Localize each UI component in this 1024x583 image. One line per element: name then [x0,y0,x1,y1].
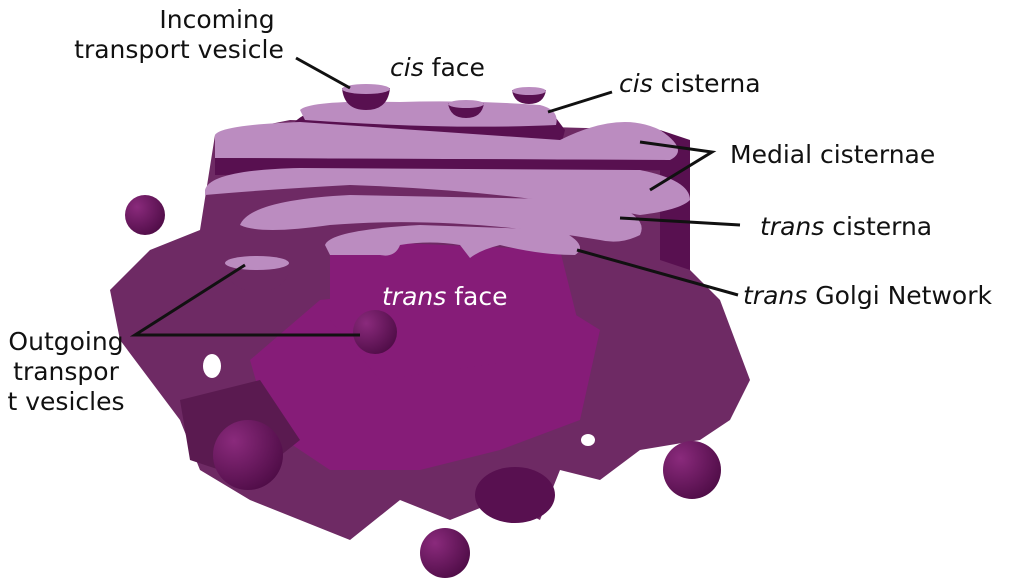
label-incoming-line2: transport vesicle [74,35,284,64]
label-outgoing-line1: Outgoing [8,327,123,356]
label-cis-face-rest: face [424,53,485,82]
outgoing-vesicles [125,195,721,578]
label-cis-face-italic: cis [390,53,424,82]
label-cis-face: cis face [390,53,485,82]
trans-golgi-network [325,225,580,258]
label-trans-face-italic: trans [382,282,446,311]
label-trans-cisterna-italic: trans [760,212,824,241]
label-trans-golgi-network: trans Golgi Network [743,281,993,310]
label-cis-cisterna: cis cisterna [619,69,761,98]
leader-lines [129,56,741,337]
label-outgoing-line3: t vesicles [8,387,125,416]
label-trans-cisterna-rest: cisterna [824,212,932,241]
label-tgn-italic: trans [743,281,807,310]
label-cis-cisterna-rest: cisterna [653,69,761,98]
label-tgn-rest: Golgi Network [807,281,992,310]
label-trans-face-rest: face [446,282,507,311]
incoming-vesicles [342,84,546,118]
label-medial-cisternae: Medial cisternae [730,140,935,169]
label-cis-cisterna-italic: cis [619,69,653,98]
label-trans-face: trans face [382,282,507,311]
label-trans-cisterna: trans cisterna [760,212,932,241]
label-outgoing-line2: transpor [13,357,119,386]
label-incoming-line1: Incoming [159,5,274,34]
